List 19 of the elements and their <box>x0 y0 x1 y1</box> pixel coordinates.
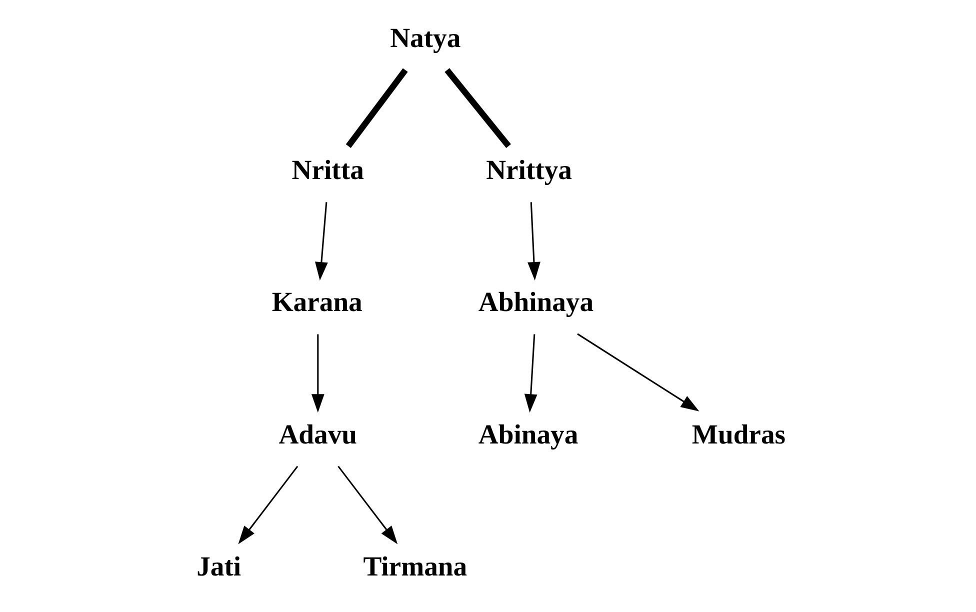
node-text: Abhinaya <box>478 286 594 318</box>
arrow <box>524 334 538 413</box>
connector <box>444 68 511 148</box>
arrow <box>338 466 398 544</box>
arrow <box>315 202 328 281</box>
arrow <box>311 334 324 413</box>
arrow <box>528 202 540 281</box>
node-text: Abinaya <box>478 418 578 450</box>
node-text: Karana <box>272 286 362 318</box>
node-text: Tirmana <box>363 550 468 582</box>
arrow <box>238 466 298 544</box>
arrow <box>577 333 700 412</box>
node-text: Nrittya <box>486 154 572 186</box>
connector <box>346 68 408 148</box>
node-text: Adavu <box>278 418 358 450</box>
node-text: Jati <box>196 550 242 582</box>
node-text: Mudras <box>692 418 786 450</box>
node-text: Nritta <box>292 154 364 186</box>
node-text: Natya <box>390 22 461 54</box>
